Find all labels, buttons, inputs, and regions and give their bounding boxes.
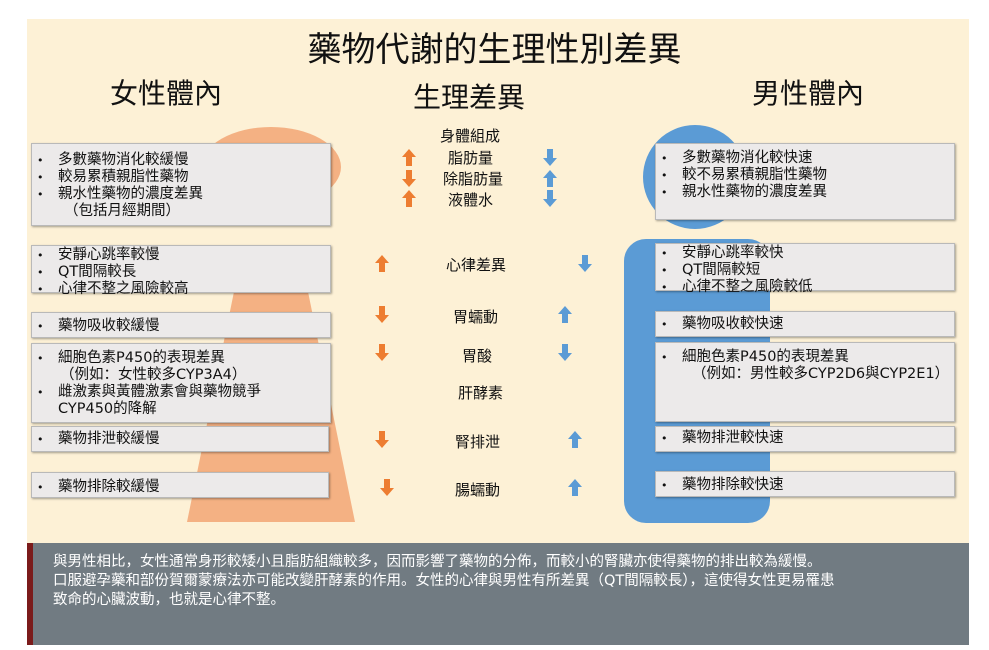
list-item: 藥物排泄較緩慢 (37, 431, 328, 448)
female-header: 女性體內 (110, 77, 223, 110)
diff-intestinal-motility: 腸蠕動 (455, 481, 501, 499)
male-box-digestion: 多數藥物消化較快速 較不易累積親脂性藥物 親水性藥物的濃度差異 (655, 143, 955, 220)
list-item: 藥物排泄較快速 (661, 430, 954, 447)
diff-fat-mass: 脂肪量 (448, 149, 494, 167)
female-box-absorption: 藥物吸收較緩慢 (31, 312, 331, 338)
diff-gastric-motility: 胃蠕動 (453, 308, 499, 326)
male-box-excretion: 藥物排泄較快速 (655, 426, 955, 452)
arrow-down-icon (558, 344, 572, 361)
list-subnote: （包括月經期間） (64, 203, 180, 219)
list-item: 心律不整之風險較高 (37, 281, 330, 298)
list-item: 雌激素與黃體激素會與藥物競爭 (37, 384, 330, 401)
diff-renal-excretion: 腎排泄 (455, 433, 501, 451)
arrow-down-icon (375, 431, 389, 448)
diff-liver-enzyme: 肝酵素 (458, 384, 504, 402)
male-box-elimination: 藥物排除較快速 (655, 471, 955, 497)
arrow-up-icon (568, 479, 582, 496)
list-item: 安靜心跳率較慢 (37, 247, 330, 264)
list-item: 親水性藥物的濃度差異 (37, 186, 330, 203)
list-item: 細胞色素P450的表現差異 (37, 350, 330, 367)
list-item: QT間隔較短 (661, 262, 954, 279)
female-box-digestion: 多數藥物消化較緩慢 較易累積親脂性藥物 親水性藥物的濃度差異 （包括月經期間） (31, 143, 331, 226)
list-item: 細胞色素P450的表現差異 (661, 349, 954, 366)
list-item: 親水性藥物的濃度差異 (661, 184, 954, 201)
list-item: 藥物吸收較緩慢 (37, 318, 330, 335)
list-item: 安靜心跳率較快 (661, 245, 954, 262)
list-subnote: （例如：男性較多CYP2D6與CYP2E1） (692, 366, 950, 382)
arrow-up-icon (568, 431, 582, 448)
page-title: 藥物代謝的生理性別差異 (307, 30, 682, 70)
arrow-up-icon (402, 190, 416, 207)
diff-body-water: 液體水 (448, 191, 494, 209)
list-continuation: CYP450的降解 (58, 401, 157, 417)
diff-gastric-acid: 胃酸 (462, 347, 493, 365)
list-item: 多數藥物消化較緩慢 (37, 152, 330, 169)
body-composition-heading: 身體組成 (440, 127, 501, 145)
arrow-down-icon (375, 306, 389, 323)
list-subnote: （例如：女性較多CYP3A4） (60, 367, 247, 383)
list-item: 多數藥物消化較快速 (661, 150, 954, 167)
arrow-down-icon (380, 479, 394, 496)
male-box-absorption: 藥物吸收較快速 (655, 311, 955, 337)
middle-header: 生理差異 (413, 81, 526, 114)
arrow-up-icon (375, 255, 389, 272)
male-header: 男性體內 (752, 77, 865, 110)
list-item: QT間隔較長 (37, 264, 330, 281)
summary-panel: 與男性相比，女性通常身形較矮小且脂肪組織較多，因而影響了藥物的分佈，而較小的腎臟… (27, 543, 969, 645)
summary-line: 口服避孕藥和部份賀爾蒙療法亦可能改變肝酵素的作用。女性的心律與男性有所差異（QT… (53, 573, 835, 589)
arrow-up-icon (543, 170, 557, 187)
male-box-heart: 安靜心跳率較快 QT間隔較短 心律不整之風險較低 (655, 243, 955, 296)
arrow-down-icon (543, 190, 557, 207)
female-box-heart: 安靜心跳率較慢 QT間隔較長 心律不整之風險較高 (31, 245, 331, 298)
female-box-excretion: 藥物排泄較緩慢 (31, 426, 329, 452)
list-item: 較不易累積親脂性藥物 (661, 167, 954, 184)
arrow-down-icon (578, 255, 592, 272)
list-item: 藥物排除較緩慢 (37, 479, 328, 496)
arrow-up-icon (402, 149, 416, 166)
list-item: 較易累積親脂性藥物 (37, 169, 330, 186)
summary-line: 致命的心臟波動，也就是心律不整。 (53, 592, 285, 608)
summary-line: 與男性相比，女性通常身形較矮小且脂肪組織較多，因而影響了藥物的分佈，而較小的腎臟… (53, 554, 822, 570)
male-box-cyp450: 細胞色素P450的表現差異 （例如：男性較多CYP2D6與CYP2E1） (655, 342, 955, 422)
list-item: 藥物排除較快速 (661, 477, 954, 494)
diff-lean-mass: 除脂肪量 (443, 170, 504, 188)
female-box-cyp450: 細胞色素P450的表現差異 （例如：女性較多CYP3A4） 雌激素與黃體激素會與… (31, 343, 331, 423)
arrow-down-icon (402, 170, 416, 187)
list-item: 藥物吸收較快速 (661, 316, 954, 333)
arrow-down-icon (543, 149, 557, 166)
arrow-up-icon (558, 306, 572, 323)
arrow-down-icon (375, 344, 389, 361)
female-box-elimination: 藥物排除較緩慢 (31, 472, 329, 498)
diff-heart-rhythm: 心律差異 (446, 256, 507, 274)
list-item: 心律不整之風險較低 (661, 279, 954, 296)
